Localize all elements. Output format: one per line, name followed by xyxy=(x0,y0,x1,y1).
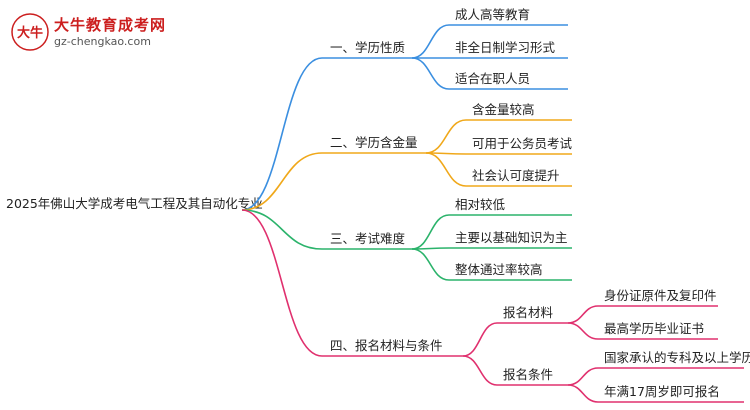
sub-branch-connector xyxy=(462,355,498,386)
branch-label: 二、学历含金量 xyxy=(330,135,418,150)
sub-branch-connector xyxy=(462,322,498,357)
root-node-label: 2025年佛山大学成考电气工程及其自动化专业 xyxy=(6,196,263,211)
leaf-label: 成人高等教育 xyxy=(455,7,530,22)
leaf-connector xyxy=(425,152,467,187)
leaf-label: 可用于公务员考试 xyxy=(472,136,573,151)
leaf-connector xyxy=(411,248,450,281)
sub-branch-label: 报名条件 xyxy=(503,367,553,382)
branch-connector xyxy=(241,209,323,357)
leaf-label: 身份证原件及复印件 xyxy=(604,288,717,303)
branch-label: 三、考试难度 xyxy=(330,231,406,246)
logo-mark-icon: 大牛 xyxy=(11,13,49,51)
logo-url: gz-chengkao.com xyxy=(54,35,151,48)
leaf-label: 相对较低 xyxy=(455,197,506,212)
logo-title: 大牛教育成考网 xyxy=(54,16,167,34)
branch-label: 一、学历性质 xyxy=(330,40,405,55)
leaf-connector xyxy=(411,24,450,59)
svg-text:大牛: 大牛 xyxy=(17,25,43,41)
leaf-label: 非全日制学习形式 xyxy=(455,40,556,55)
leaf-label: 适合在职人员 xyxy=(455,71,530,86)
site-logo[interactable]: 大牛 大牛教育成考网 gz-chengkao.com xyxy=(10,12,180,56)
leaf-label: 年满17周岁即可报名 xyxy=(604,384,720,399)
branch-connector xyxy=(241,152,323,211)
leaf-label: 国家承认的专科及以上学历 xyxy=(604,350,750,365)
leaf-connector xyxy=(411,214,450,250)
leaf-connector xyxy=(567,305,599,324)
leaf-connector xyxy=(567,322,599,340)
branch-label: 四、报名材料与条件 xyxy=(330,338,443,353)
branch-connector xyxy=(241,57,323,211)
leaf-connector xyxy=(411,57,450,90)
branch-connector xyxy=(241,209,323,250)
leaf-label: 含金量较高 xyxy=(472,102,535,117)
leaf-label: 社会认可度提升 xyxy=(472,168,560,183)
leaf-connector xyxy=(567,384,599,403)
leaf-label: 主要以基础知识为主 xyxy=(455,230,568,245)
leaf-connector xyxy=(425,119,467,154)
leaf-label: 整体通过率较高 xyxy=(455,262,543,277)
sub-branch-label: 报名材料 xyxy=(503,305,554,320)
leaf-connector xyxy=(567,367,599,386)
leaf-label: 最高学历毕业证书 xyxy=(604,321,704,336)
